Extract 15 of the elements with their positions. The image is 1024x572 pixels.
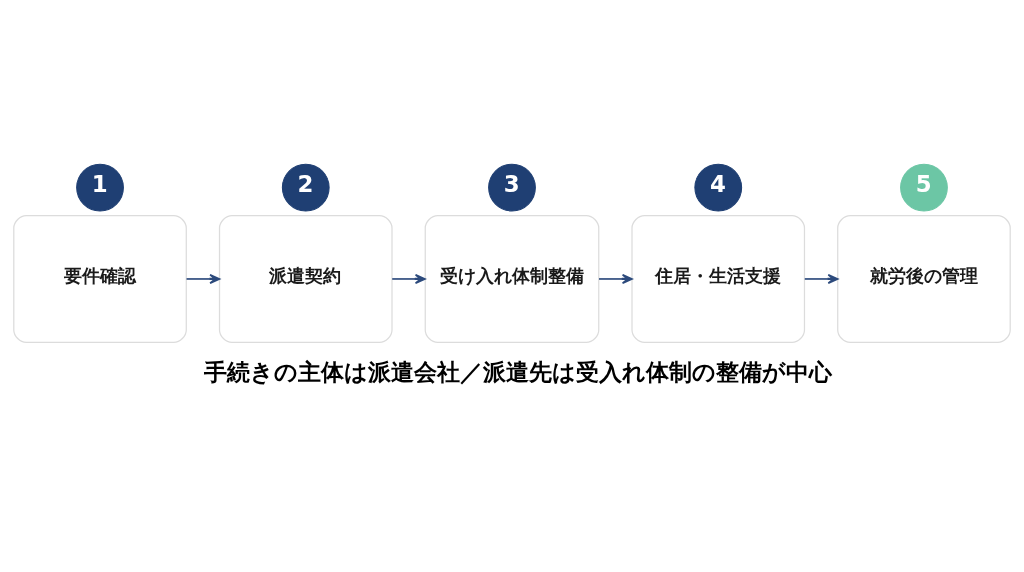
node-box: 要件確認 [13, 214, 187, 343]
node-circle: 3 [488, 163, 536, 211]
node-circle: 2 [281, 163, 330, 211]
node-box: 派遣契約 [218, 214, 393, 343]
node-box: 受け入れ体制整備 [424, 214, 600, 343]
node-circle: 1 [76, 163, 124, 211]
arrow [598, 273, 633, 284]
node-circle: 5 [900, 163, 948, 211]
caption: 手続きの主体は派遣会社／派遣先は受入れ体制の整備が中心 [204, 358, 833, 385]
node-box: 就労後の管理 [837, 214, 1011, 343]
arrow [803, 273, 839, 284]
node-circle: 4 [694, 163, 743, 211]
arrow [391, 273, 426, 284]
node-box: 住居・生活支援 [631, 214, 806, 343]
arrow [185, 273, 221, 284]
